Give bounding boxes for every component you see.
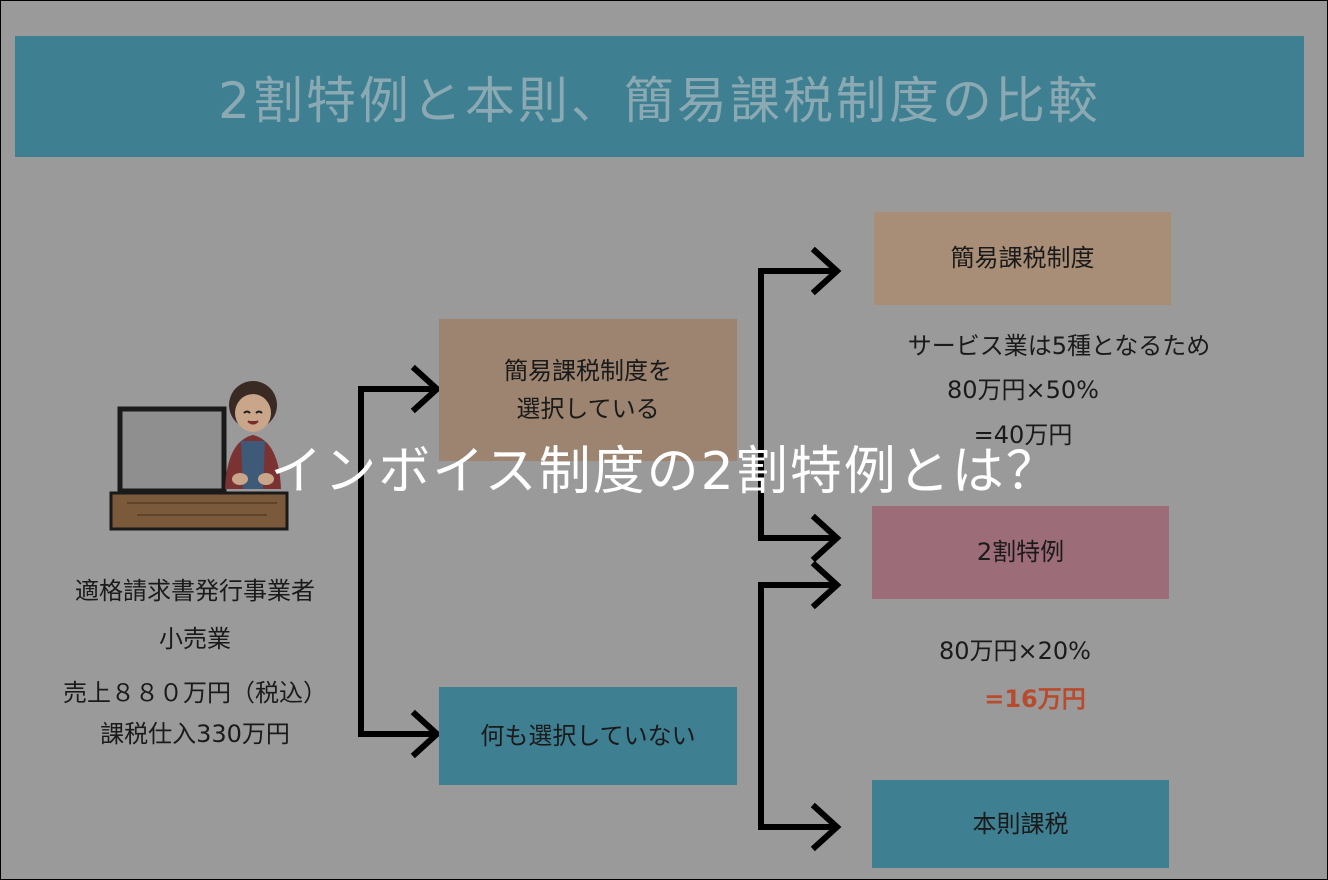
left-line-business-type: 適格請求書発行事業者: [75, 577, 315, 605]
two-tenths-calc: 80万円×20%: [939, 637, 1091, 665]
arrow-head-two-tenths-bottom: [810, 560, 842, 610]
header-title: 2割特例と本則、簡易課税制度の比較: [218, 71, 1101, 130]
arrow-head-simplified-choice: [410, 364, 442, 414]
choice-none-label: 何も選択していない: [480, 721, 696, 750]
simplified-tax-label: 簡易課税制度: [950, 244, 1095, 273]
two-tenths-result: =16万円: [984, 685, 1086, 713]
left-line-sales: 売上８８０万円（税込）: [63, 679, 327, 707]
two-tenths-label: 2割特例: [976, 538, 1065, 567]
choice-simplified-line1: 簡易課税制度を: [504, 356, 672, 385]
simplified-note: サービス業は5種となるため: [907, 332, 1211, 360]
principle-tax-label: 本則課税: [972, 809, 1069, 838]
arrow-head-two-tenths-top: [810, 513, 842, 563]
arrow-head-no-choice: [410, 709, 442, 759]
arrow-head-principle: [810, 802, 842, 852]
choice-simplified-box: 簡易課税制度を 選択している: [439, 319, 737, 461]
simplified-tax-box: 簡易課税制度: [874, 212, 1171, 305]
choice-none-box: 何も選択していない: [439, 687, 737, 785]
arrow-head-simplified: [810, 246, 842, 296]
choice-simplified-line2: 選択している: [516, 395, 660, 423]
left-line-industry: 小売業: [159, 625, 231, 653]
left-line-purchases: 課税仕入330万円: [100, 720, 290, 748]
overlay-title: インボイス制度の2割特例とは？: [270, 442, 1060, 502]
shopkeeper-illustration: [109, 381, 289, 531]
principle-tax-box: 本則課税: [872, 780, 1169, 868]
simplified-result: =40万円: [973, 421, 1073, 449]
two-tenths-box: 2割特例: [872, 506, 1169, 599]
header-banner: 2割特例と本則、簡易課税制度の比較: [15, 36, 1304, 157]
simplified-calc: 80万円×50%: [947, 376, 1099, 404]
